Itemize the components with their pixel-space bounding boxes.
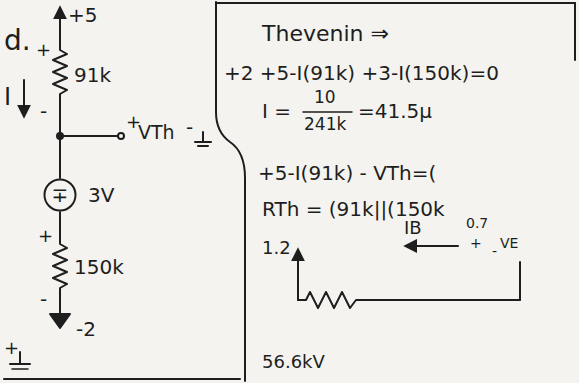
ground-symbol xyxy=(202,132,204,142)
voltage-source: ∓ xyxy=(43,178,77,212)
handwritten-label: 1.2 xyxy=(262,238,291,258)
handwritten-label: 241k xyxy=(304,115,346,134)
supply-triangle xyxy=(50,314,70,328)
frame-line xyxy=(574,3,576,60)
terminal xyxy=(118,133,124,139)
divider-line xyxy=(216,2,245,381)
ground-symbol xyxy=(12,368,28,370)
supply-arrow xyxy=(59,8,61,46)
handwritten-label: + xyxy=(470,236,482,251)
handwritten-label: - xyxy=(40,100,47,122)
handwritten-label: VTh xyxy=(138,122,175,143)
ground-symbol xyxy=(195,141,211,143)
base-current-arrow xyxy=(406,245,458,247)
handwritten-label: +5-I(91k) - VTh=( xyxy=(258,162,436,184)
handwritten-label: d. xyxy=(4,26,31,57)
handwritten-label: + xyxy=(36,40,51,60)
source-arrow xyxy=(297,250,299,300)
handwritten-label: 3V xyxy=(88,184,114,206)
handwritten-label: -2 xyxy=(76,318,96,340)
handwritten-label: - xyxy=(186,116,193,138)
handwritten-label: RTh = (91k||(150k xyxy=(262,198,445,220)
handwritten-label: +5 xyxy=(68,4,97,26)
source-circle xyxy=(45,180,76,211)
ground-symbol xyxy=(10,363,30,365)
ground-symbol xyxy=(198,145,208,147)
handwritten-label: - xyxy=(492,244,497,259)
fraction-bar xyxy=(303,111,352,113)
handwritten-label: - xyxy=(40,288,47,310)
handwritten-label: +2 +5-I(91k) +3-I(150k)=0 xyxy=(224,62,499,84)
resistor-symbol xyxy=(298,292,372,308)
resistor-symbol xyxy=(53,46,67,100)
wire xyxy=(59,212,61,240)
handwritten-label: 10 xyxy=(314,88,336,107)
handwritten-label: =41.5μ xyxy=(358,100,432,122)
wire xyxy=(519,262,521,300)
ground-symbol xyxy=(19,352,21,364)
handwritten-label: I = xyxy=(262,100,291,122)
handwritten-label: 0.7 xyxy=(466,216,488,231)
polarity-sign: ∓ xyxy=(52,185,69,205)
handwritten-label: Thevenin ⇒ xyxy=(262,22,389,46)
wire xyxy=(372,299,520,301)
frame-line xyxy=(216,2,575,4)
handwritten-label: I xyxy=(4,84,11,110)
handwritten-label: VE xyxy=(500,236,518,251)
wire xyxy=(60,135,118,137)
frame-line xyxy=(4,378,240,380)
handwritten-label: + xyxy=(38,226,53,246)
handwritten-label: 91k xyxy=(74,64,111,86)
current-arrow xyxy=(23,80,25,116)
handwritten-label: IB xyxy=(404,218,422,238)
junction-dot xyxy=(57,133,63,139)
handwritten-label: 150k xyxy=(74,256,124,278)
handwritten-label: 56.6kV xyxy=(262,352,325,372)
resistor-symbol xyxy=(53,240,67,314)
handwritten-label: + xyxy=(4,338,19,358)
